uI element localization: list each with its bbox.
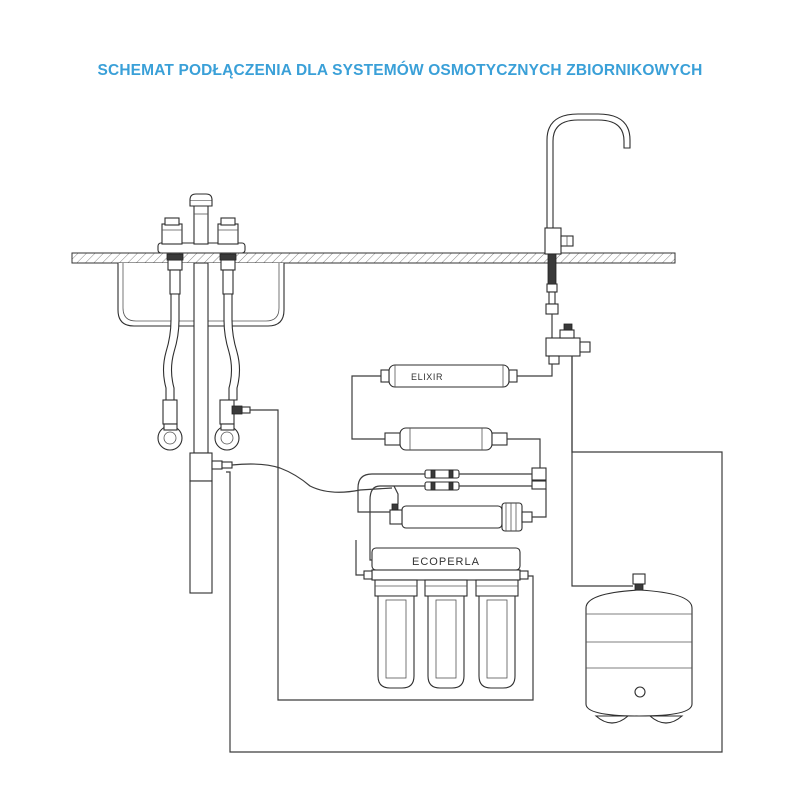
sink-supply-hoses <box>157 253 251 594</box>
mixer-faucet-icon <box>157 193 246 254</box>
countertop <box>71 252 676 264</box>
pressure-tank-icon <box>585 573 693 724</box>
brand-label: ECOPERLA <box>412 556 480 568</box>
membrane-housing-icon <box>389 502 533 532</box>
gooseneck-faucet-icon <box>544 113 631 338</box>
tubing <box>226 356 723 753</box>
filter-housings-icon: ECOPERLA <box>363 547 529 689</box>
page-title: SCHEMAT PODŁĄCZENIA DLA SYSTEMÓW OSMOTYC… <box>97 62 703 79</box>
flow-restrictor-fittings <box>424 467 547 491</box>
post-filter-label: ELIXIR <box>411 372 443 382</box>
post-filter-elixir: ELIXIR <box>380 364 518 388</box>
carbon-post-filter <box>384 427 508 451</box>
tank-valve <box>545 323 591 365</box>
